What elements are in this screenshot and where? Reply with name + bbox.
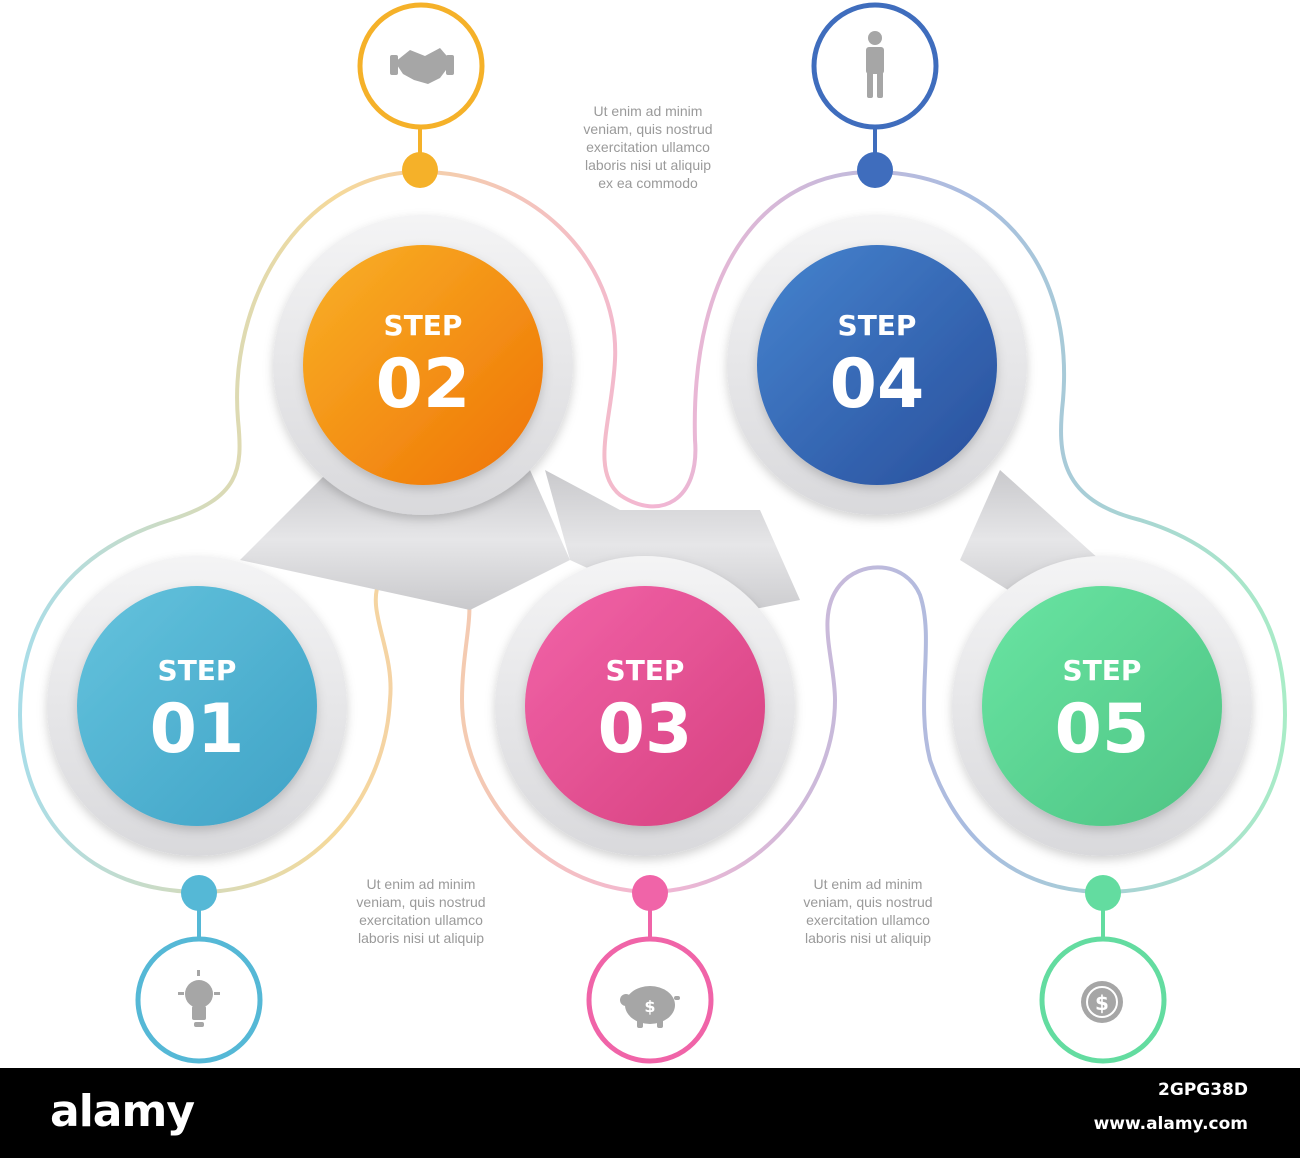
step-05-number: 05 — [1055, 690, 1150, 769]
band-2-3-4 — [545, 470, 800, 620]
step-01-word: STEP — [158, 654, 237, 687]
connector-bands — [240, 470, 1100, 620]
step-01-disc — [77, 586, 317, 826]
connector-dot-step-04 — [857, 152, 893, 188]
step-02-word: STEP — [384, 309, 463, 342]
handshake-icon — [390, 48, 454, 84]
note-top-line-5: ex ea commodo — [598, 175, 698, 191]
badge-step-05[interactable]: $ — [1039, 875, 1167, 1064]
step-infographic: STEP 01 STEP 02 STEP 03 STEP 04 STEP 05 — [17, 2, 1288, 1064]
step-05[interactable]: STEP 05 — [982, 586, 1222, 826]
step-02[interactable]: STEP 02 — [303, 245, 543, 485]
note-bl-line-2: veniam, quis nostrud — [356, 894, 485, 910]
note-bl-line-3: exercitation ullamco — [359, 912, 483, 928]
note-bl-line-1: Ut enim ad minim — [367, 876, 476, 892]
brand-logo: alamy — [50, 1086, 195, 1137]
dollar-coin-icon: $ — [1081, 981, 1123, 1023]
step-01-number: 01 — [150, 690, 245, 769]
step-03[interactable]: STEP 03 — [525, 586, 765, 826]
note-bl-line-4: laboris nisi ut aliquip — [358, 930, 484, 946]
step-02-number: 02 — [376, 345, 471, 424]
step-04[interactable]: STEP 04 — [757, 245, 997, 485]
note-top-line-2: veniam, quis nostrud — [583, 121, 712, 137]
watermark-footer: alamy 2GPG38D www.alamy.com — [0, 1068, 1300, 1158]
note-br-line-3: exercitation ullamco — [806, 912, 930, 928]
site-url: www.alamy.com — [1093, 1114, 1248, 1134]
note-top-line-1: Ut enim ad minim — [594, 103, 703, 119]
step-03-disc — [525, 586, 765, 826]
step-05-word: STEP — [1063, 654, 1142, 687]
connector-dot-step-02 — [402, 152, 438, 188]
step-03-word: STEP — [606, 654, 685, 687]
step-01[interactable]: STEP 01 — [77, 586, 317, 826]
image-id: 2GPG38D — [1158, 1080, 1248, 1100]
band-1-2 — [240, 470, 570, 610]
note-br-line-4: laboris nisi ut aliquip — [805, 930, 931, 946]
note-br-line-1: Ut enim ad minim — [814, 876, 923, 892]
step-02-disc — [303, 245, 543, 485]
lightbulb-icon — [178, 970, 220, 1027]
badge-step-01[interactable] — [135, 875, 263, 1064]
badge-step-04[interactable] — [811, 2, 939, 188]
connector-dot-step-01 — [181, 875, 217, 911]
step-04-word: STEP — [838, 309, 917, 342]
svg-text:$: $ — [644, 997, 655, 1016]
person-icon — [866, 31, 884, 98]
note-bottom-right: Ut enim ad minim veniam, quis nostrud ex… — [803, 876, 932, 946]
step-04-disc — [757, 245, 997, 485]
note-top-line-4: laboris nisi ut aliquip — [585, 157, 711, 173]
step-04-number: 04 — [830, 345, 925, 424]
connector-dot-step-05 — [1085, 875, 1121, 911]
note-br-line-2: veniam, quis nostrud — [803, 894, 932, 910]
step-03-number: 03 — [598, 690, 693, 769]
piggy-bank-icon: $ — [620, 986, 680, 1028]
note-top-line-3: exercitation ullamco — [586, 139, 710, 155]
badge-step-02[interactable] — [357, 2, 485, 188]
connector-dot-step-03 — [632, 875, 668, 911]
badge-step-03[interactable]: $ — [586, 875, 714, 1064]
svg-text:$: $ — [1095, 991, 1109, 1015]
note-top: Ut enim ad minim veniam, quis nostrud ex… — [583, 103, 712, 191]
note-bottom-left: Ut enim ad minim veniam, quis nostrud ex… — [356, 876, 485, 946]
outer-path-line — [17, 169, 1288, 895]
step-05-disc — [982, 586, 1222, 826]
